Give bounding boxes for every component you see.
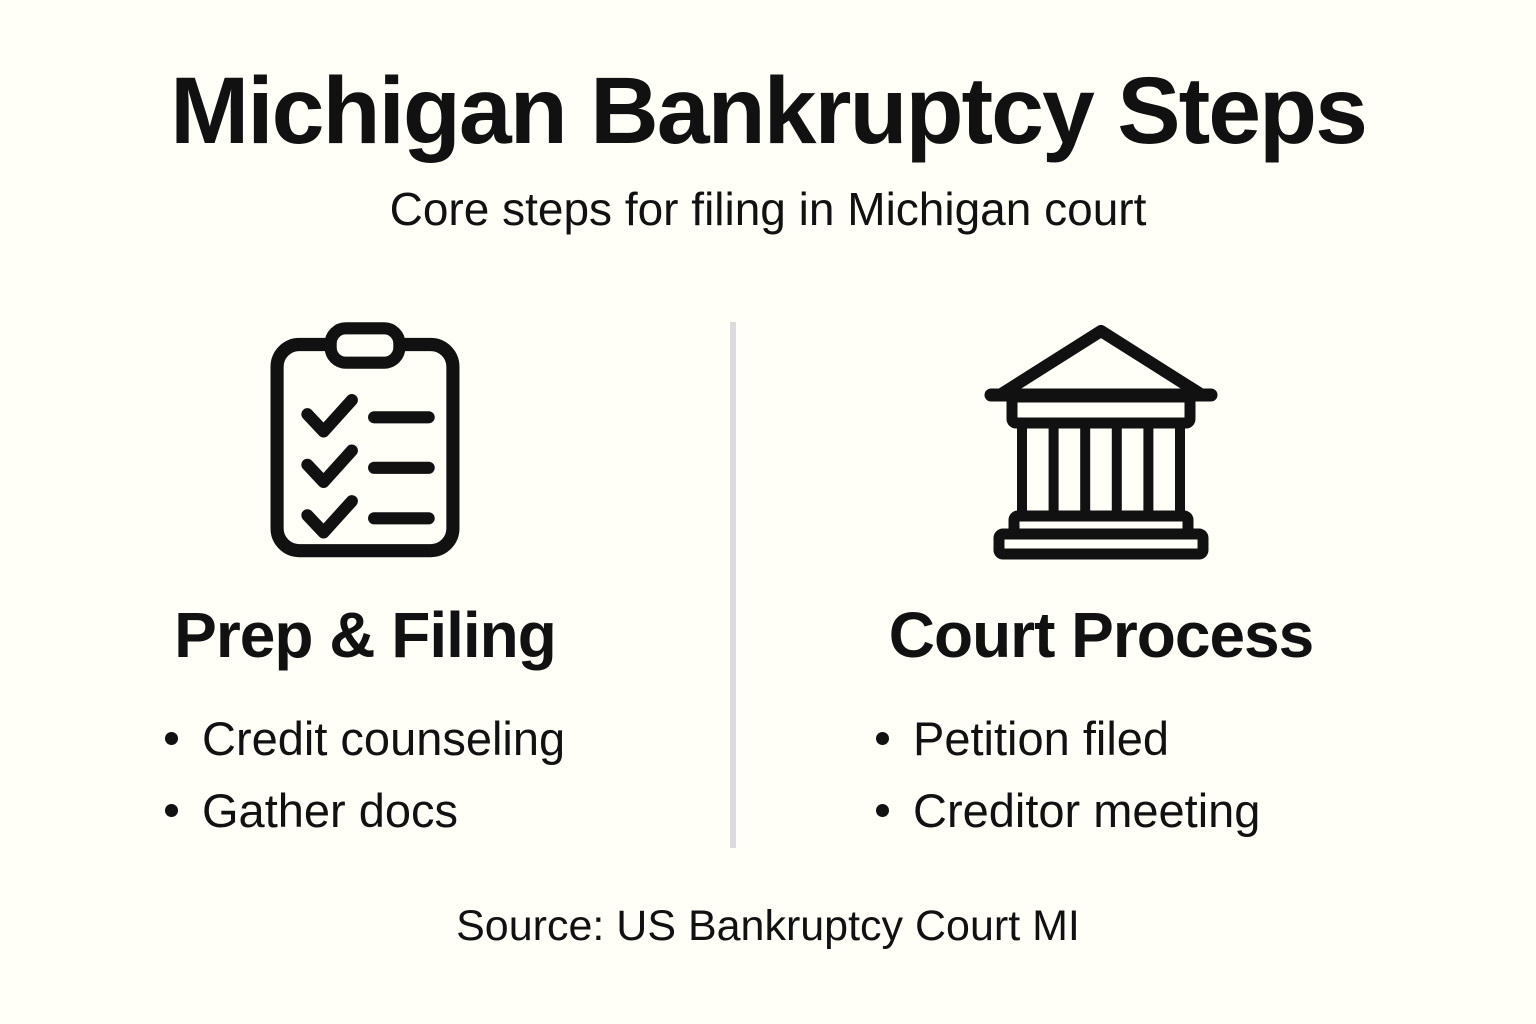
prep-filing-list: Credit counseling Gather docs (165, 703, 565, 847)
bullet-dot (165, 732, 178, 746)
list-item-label: Credit counseling (202, 711, 566, 765)
list-item: Creditor meeting (876, 775, 1260, 847)
column-heading-court-process: Court Process (888, 599, 1314, 672)
list-item-label: Creditor meeting (913, 783, 1261, 837)
bullet-dot (165, 804, 178, 818)
clipboard-checklist-icon (269, 320, 461, 560)
column-court-process: Court Process Petition filed Creditor me… (736, 320, 1536, 846)
bullet-dot (876, 732, 889, 746)
list-item-label: Petition filed (913, 711, 1170, 765)
list-item: Gather docs (165, 775, 565, 847)
list-item-label: Gather docs (202, 783, 459, 837)
column-heading-prep-filing: Prep & Filing (174, 599, 557, 672)
vertical-divider (730, 322, 736, 849)
column-prep-filing: Prep & Filing Credit counseling Gather d… (0, 320, 730, 846)
source-attribution: Source: US Bankruptcy Court MI (456, 902, 1080, 951)
courthouse-icon (981, 320, 1221, 560)
list-item: Credit counseling (165, 703, 565, 775)
court-process-list: Petition filed Creditor meeting (876, 703, 1260, 847)
list-item: Petition filed (876, 703, 1260, 775)
page-title: Michigan Bankruptcy Steps (170, 58, 1368, 164)
bullet-dot (876, 804, 889, 818)
page-subtitle: Core steps for filing in Michigan court (389, 183, 1147, 236)
infographic: Michigan Bankruptcy Steps Core steps for… (0, 58, 1536, 956)
steps-columns: Prep & Filing Credit counseling Gather d… (0, 320, 1536, 849)
